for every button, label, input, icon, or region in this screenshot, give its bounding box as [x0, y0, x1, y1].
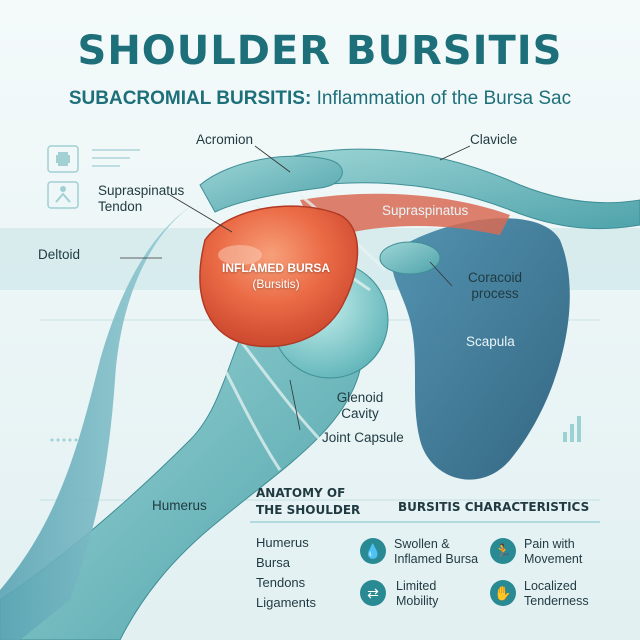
characteristic-line2: Tenderness — [524, 594, 589, 608]
characteristic-line1: Localized — [524, 579, 577, 593]
droplet-icon: 💧 — [360, 538, 386, 564]
label-joint-capsule: Joint Capsule — [322, 430, 404, 445]
label-humerus: Humerus — [152, 498, 207, 513]
accessibility-icon — [47, 181, 79, 209]
anatomy-title-line2: THE SHOULDER — [256, 503, 361, 517]
label-glenoid-line1: Glenoid — [336, 390, 384, 405]
characteristic-line1: Pain with — [524, 537, 575, 551]
scapula-shape — [391, 218, 570, 480]
label-deltoid: Deltoid — [38, 247, 81, 262]
label-supraspinatus-tendon-line2: Tendon — [98, 199, 143, 214]
leader-lines — [120, 145, 471, 431]
characteristic-line1: Limited — [396, 579, 437, 593]
label-scapula: Scapula — [466, 334, 515, 349]
subtitle-bold: SUBACROMIAL BURSITIS: — [68, 88, 312, 109]
label-glenoid-cavity: Glenoid Cavity — [330, 390, 390, 422]
characteristics-panel-title: BURSITIS CHARACTERISTICS — [398, 500, 590, 514]
page-title: SHOULDER BURSITIS — [77, 28, 563, 74]
clavicle-shape — [249, 148, 640, 230]
deltoid-shape — [0, 200, 200, 640]
anatomy-item: Bursa — [256, 555, 290, 570]
dot-row — [50, 438, 78, 442]
inflamed-bursa-shape — [199, 205, 359, 348]
characteristic-line2: Mobility — [396, 594, 439, 608]
pain-figure-icon: 🏃 — [490, 538, 516, 564]
characteristic-line2: Movement — [524, 552, 583, 566]
anatomy-panel-title: ANATOMY OF THE SHOULDER — [256, 485, 360, 519]
anatomy-item: Tendons — [256, 575, 306, 590]
coracoid-shape — [379, 241, 441, 275]
characteristic-line2: Inflamed Bursa — [394, 552, 479, 566]
label-coracoid-process: Coracoid process — [440, 270, 550, 302]
characteristic-item: Swollen & Inflamed Bursa — [394, 537, 478, 567]
bar-graph-icon — [563, 416, 581, 442]
characteristic-line1: Swollen & — [394, 537, 450, 551]
tender-spot-icon: ✋ — [490, 580, 516, 606]
anatomy-item: Ligaments — [256, 595, 316, 610]
label-glenoid-line2: Cavity — [341, 406, 379, 421]
label-supraspinatus-tendon: Supraspinatus Tendon — [98, 183, 184, 215]
characteristic-item: Localized Tenderness — [524, 579, 589, 609]
bursa-highlight — [218, 245, 262, 265]
label-clavicle: Clavicle — [470, 132, 518, 147]
anatomy-title-line1: ANATOMY OF — [256, 486, 346, 500]
characteristic-item: Pain with Movement — [524, 537, 582, 567]
plus-icon — [47, 145, 79, 173]
page-subtitle: SUBACROMIAL BURSITIS: Inflammation of th… — [0, 88, 640, 110]
label-supraspinatus: Supraspinatus — [382, 203, 469, 218]
characteristic-item: Limited Mobility — [396, 579, 438, 609]
label-coracoid-line1: Coracoid — [467, 270, 523, 285]
acromion-shape — [199, 155, 343, 213]
label-acromion: Acromion — [196, 132, 254, 147]
subtitle-rest: Inflammation of the Bursa Sac — [311, 88, 572, 109]
label-coracoid-line2: process — [471, 286, 519, 301]
label-supraspinatus-tendon-line1: Supraspinatus — [98, 183, 185, 198]
label-inflamed-bursa: INFLAMED BURSA — [222, 261, 330, 275]
limited-motion-icon: ⇄ — [360, 580, 386, 606]
anatomy-item: Humerus — [256, 535, 309, 550]
label-bursitis: (Bursitis) — [252, 277, 300, 291]
